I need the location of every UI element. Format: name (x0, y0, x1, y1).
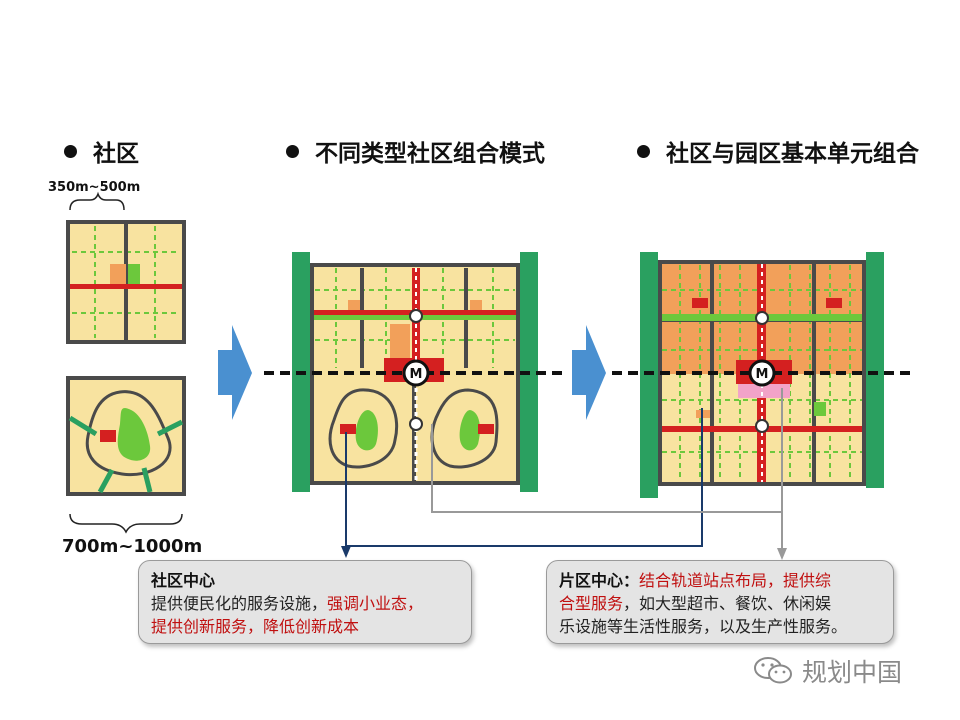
callout-district-center-title: 片区中心： (559, 571, 640, 590)
bullet-icon (64, 144, 77, 158)
heading-combination-modes: 不同类型社区组合模式 (286, 134, 545, 168)
leader-line-district-center (431, 388, 783, 513)
callout-community-center: 社区中心 提供便民化的服务设施，强调小业态， 提供创新服务，降低创新成本 (138, 560, 472, 644)
callout-community-center-line1: 提供便民化的服务设施，强调小业态， (151, 592, 459, 615)
callout-community-center-title: 社区中心 (151, 571, 216, 590)
heading-community-park-unit: 社区与园区基本单元组合 (637, 134, 919, 168)
callout-district-center: 片区中心：结合轨道站点布局，提供综 合型服务，如大型超市、餐饮、休闲娱 乐设施等… (546, 560, 894, 644)
callout-highlight: 合型服务 (559, 594, 624, 613)
arrow-2 (572, 325, 606, 420)
callout-text: 提供便民化的服务设施， (151, 594, 328, 613)
metro-label: M (410, 367, 423, 382)
callout-district-center-line3: 乐设施等生活性服务，以及生产性服务。 (559, 617, 848, 636)
watermark: 规划中国 (752, 653, 902, 689)
leader-line-community-center (345, 408, 703, 547)
callout-highlight: 强调小业态， (327, 594, 424, 613)
callout-text: ，如大型超市、餐饮、休闲娱 (623, 594, 832, 613)
community-small-block (66, 220, 186, 344)
bullet-icon (286, 144, 299, 158)
heading-combination-modes-text: 不同类型社区组合模式 (315, 141, 545, 167)
heading-community-text: 社区 (93, 141, 139, 167)
callout-community-center-line2: 提供创新服务，降低创新成本 (151, 617, 360, 636)
watermark-text: 规划中国 (802, 658, 903, 687)
callout-district-center-line2: 合型服务，如大型超市、餐饮、休闲娱 (559, 592, 881, 615)
arrow-1 (218, 325, 252, 420)
heading-community: 社区 (64, 134, 139, 168)
community-large-block (66, 376, 186, 496)
dimension-label-small: 350m~500m (48, 180, 141, 195)
metro-station-icon: M (748, 359, 776, 387)
callout-district-center-line1: 片区中心：结合轨道站点布局，提供综 (559, 569, 881, 592)
metro-label: M (756, 367, 769, 382)
dimension-bracket-large (69, 513, 183, 534)
bullet-icon (637, 144, 650, 158)
callout-highlight: 结合轨道站点布局，提供综 (639, 571, 832, 590)
dimension-bracket-small (69, 191, 125, 211)
heading-community-park-unit-text: 社区与园区基本单元组合 (666, 141, 919, 167)
dimension-label-large: 700m~1000m (62, 536, 203, 557)
wechat-icon (754, 657, 792, 684)
metro-station-icon: M (402, 359, 430, 387)
